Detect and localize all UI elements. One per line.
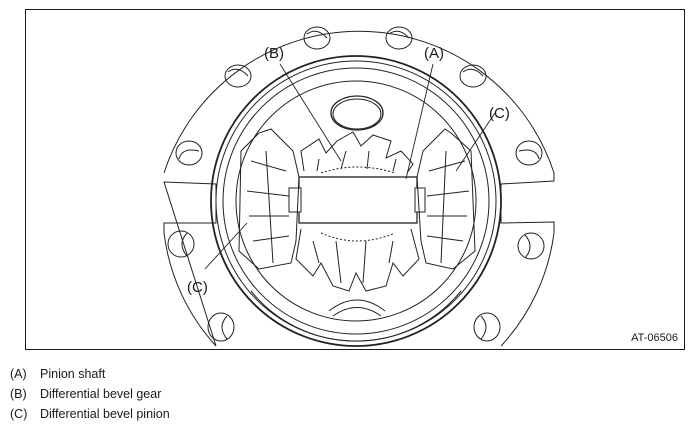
bevel-gear-upper xyxy=(300,131,414,174)
legend-key: (C) xyxy=(10,407,28,421)
legend-item-b: (B) Differential bevel gear xyxy=(10,384,170,404)
legend-item-c: (C) Differential bevel pinion xyxy=(10,404,170,424)
bevel-pinion-right xyxy=(416,128,476,270)
pinion-shaft xyxy=(288,176,426,224)
legend-label: Differential bevel gear xyxy=(40,387,162,401)
callout-b: (B) xyxy=(264,45,284,62)
bolt-holes xyxy=(167,26,545,342)
leader-lines xyxy=(204,63,496,270)
bevel-gear-lower xyxy=(295,228,420,292)
legend-label: Differential bevel pinion xyxy=(40,407,170,421)
legend-key: (A) xyxy=(10,367,27,381)
figure-frame: (B) (A) (C) (C) AT-06506 xyxy=(25,9,685,350)
callout-c-left: (C) xyxy=(187,279,208,296)
legend: (A) Pinion shaft (B) Differential bevel … xyxy=(10,364,170,424)
legend-label: Pinion shaft xyxy=(40,367,106,381)
figure-id-label: AT-06506 xyxy=(631,332,678,344)
case-rings xyxy=(210,55,502,347)
legend-item-a: (A) Pinion shaft xyxy=(10,364,170,384)
legend-key: (B) xyxy=(10,387,27,401)
callout-c-right: (C) xyxy=(489,105,510,122)
callout-a: (A) xyxy=(424,45,444,62)
case-window xyxy=(330,95,384,131)
differential-drawing xyxy=(163,26,555,347)
bevel-pinion-left xyxy=(238,128,300,270)
